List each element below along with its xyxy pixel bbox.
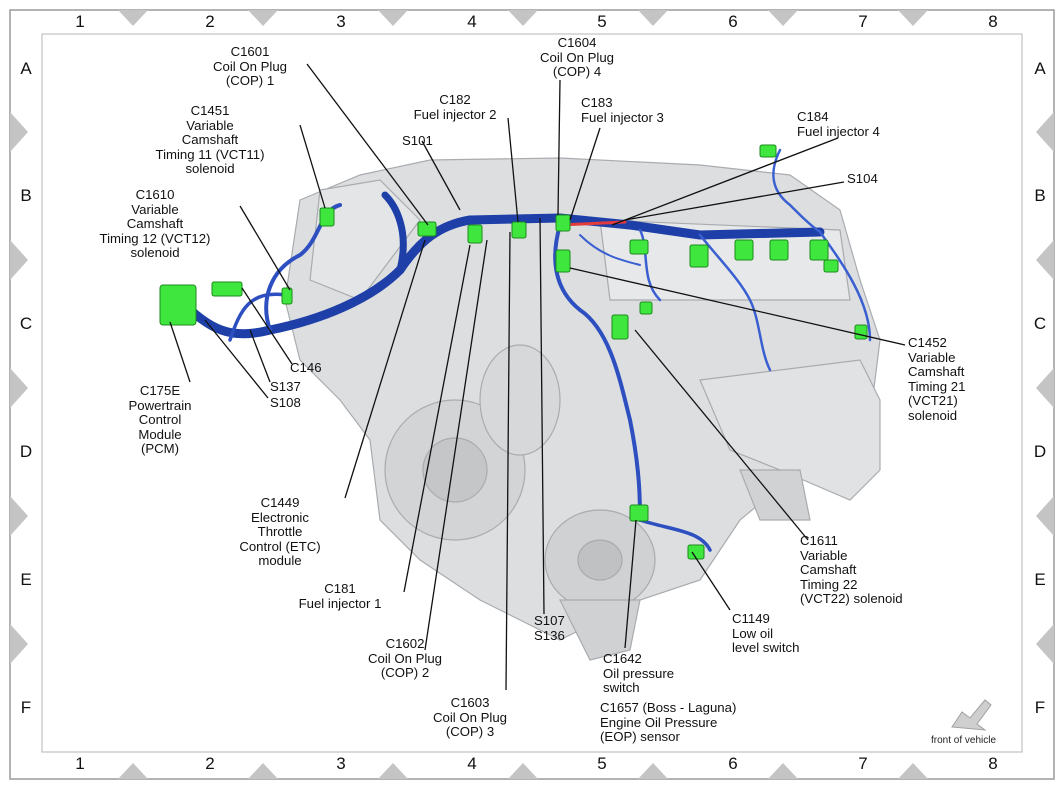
grid-col-top-4: 4 (467, 12, 477, 31)
grid-col-top-8: 8 (988, 12, 998, 31)
label-s137: S137 (270, 379, 301, 394)
grid-row-left-c: C (19, 314, 33, 333)
grid-row-right-f: F (1034, 698, 1046, 717)
label-s101: S101 (402, 133, 433, 148)
grid-row-right-a: A (1034, 59, 1046, 78)
grid-row-right-d: D (1033, 442, 1047, 461)
grid-col-top-2: 2 (205, 12, 215, 31)
grid-row-left-d: D (19, 442, 33, 461)
grid-col-bottom-8: 8 (988, 754, 998, 773)
grid-row-left-f: F (20, 698, 32, 717)
grid-col-top-5: 5 (597, 12, 607, 31)
grid-row-right-e: E (1034, 570, 1046, 589)
leader-lines (169, 63, 906, 691)
grid-col-bottom-5: 5 (597, 754, 607, 773)
label-c146: C146 (290, 360, 322, 375)
grid-col-bottom-6: 6 (728, 754, 738, 773)
grid-col-top-6: 6 (728, 12, 738, 31)
grid-markers (10, 10, 1054, 779)
grid-row-right-c: C (1033, 314, 1047, 333)
grid-col-bottom-4: 4 (467, 754, 477, 773)
grid-col-bottom-3: 3 (336, 754, 346, 773)
label-s108: S108 (270, 395, 301, 410)
grid-row-left-e: E (20, 570, 32, 589)
label-c1657: C1657 (Boss - Laguna)Engine Oil Pressure… (600, 700, 737, 744)
inner-border (41, 33, 1023, 753)
front-of-vehicle-arrow-icon (951, 699, 992, 731)
connectors (159, 144, 868, 560)
grid-col-bottom-1: 1 (75, 754, 85, 773)
label-s104: S104 (847, 171, 878, 186)
grid-row-right-b: B (1034, 186, 1046, 205)
grid-col-bottom-7: 7 (858, 754, 868, 773)
grid-col-bottom-2: 2 (205, 754, 215, 773)
grid-row-left-a: A (20, 59, 32, 78)
front-of-vehicle-label: front of vehicle (931, 735, 997, 746)
grid-col-top-1: 1 (75, 12, 85, 31)
grid-row-left-b: B (20, 186, 32, 205)
grid-col-top-3: 3 (336, 12, 346, 31)
grid-col-top-7: 7 (858, 12, 868, 31)
